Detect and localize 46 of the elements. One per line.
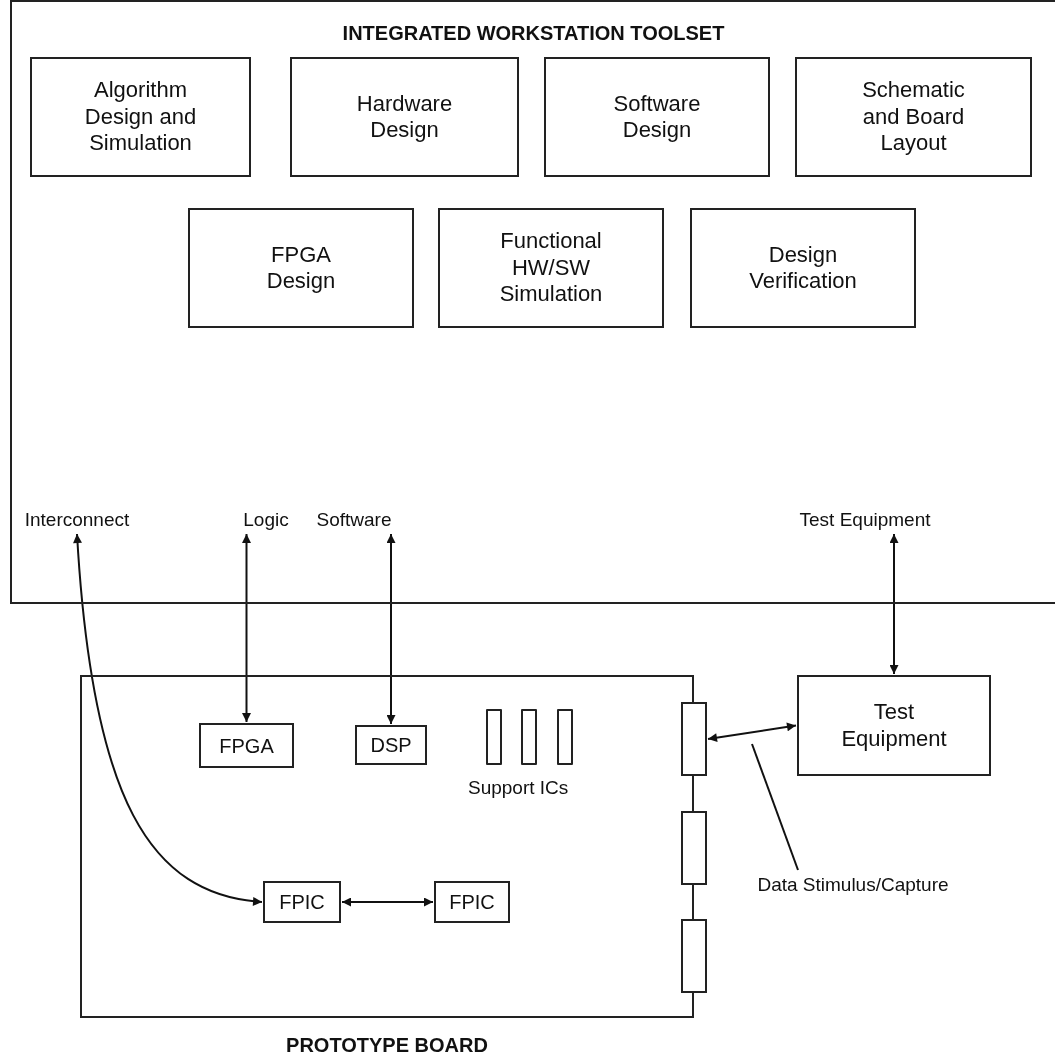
panel-heading: INTEGRATED WORKSTATION TOOLSET	[342, 22, 725, 45]
ic-chip	[521, 709, 537, 765]
chip-box	[355, 725, 427, 765]
tool-box	[188, 208, 414, 328]
chip-label: FPIC	[449, 890, 495, 914]
tool-box	[438, 208, 664, 328]
box-label: Software Design	[612, 90, 702, 144]
signal-label: Interconnect	[12, 507, 142, 533]
chip-box	[199, 723, 294, 768]
chip-box	[434, 881, 510, 923]
double-arrow	[889, 533, 899, 675]
double-arrow	[73, 533, 263, 906]
tool-box	[290, 57, 519, 177]
board-heading: PROTOTYPE BOARD	[286, 1034, 488, 1057]
signal-label: Software	[304, 507, 404, 533]
chip-label: FPIC	[279, 890, 325, 914]
box-label: Test Equipment	[840, 699, 948, 752]
signal-label: Test Equipment	[790, 507, 940, 533]
tool-box	[795, 57, 1032, 177]
double-arrow	[242, 533, 251, 723]
ic-chip	[557, 709, 573, 765]
chip-label: DSP	[370, 733, 412, 757]
double-arrow	[386, 533, 396, 725]
double-arrow	[341, 897, 434, 907]
tool-box	[797, 675, 991, 776]
tool-box	[544, 57, 770, 177]
connector-block	[681, 919, 707, 993]
box-label: Functional HW/SW Simulation	[498, 228, 604, 308]
tool-box	[690, 208, 916, 328]
leader-line	[751, 743, 799, 871]
chip-label: FPGA	[219, 733, 274, 758]
double-arrow	[707, 722, 797, 743]
tool-box	[30, 57, 251, 177]
signal-label: Data Stimulus/Capture	[728, 872, 978, 898]
box-label: FPGA Design	[265, 241, 337, 295]
box-label: Algorithm Design and Simulation	[83, 77, 198, 157]
ic-chip	[486, 709, 502, 765]
box-label: Hardware Design	[355, 90, 454, 144]
toolset-panel	[10, 0, 1055, 604]
connector-block	[681, 811, 707, 885]
connector-block	[681, 702, 707, 776]
chip-box	[263, 881, 341, 923]
box-label: Schematic and Board Layout	[861, 77, 966, 157]
signal-label: Logic	[238, 507, 294, 533]
box-label: Design Verification	[748, 241, 858, 295]
chip-group-label: Support ICs	[468, 777, 569, 799]
